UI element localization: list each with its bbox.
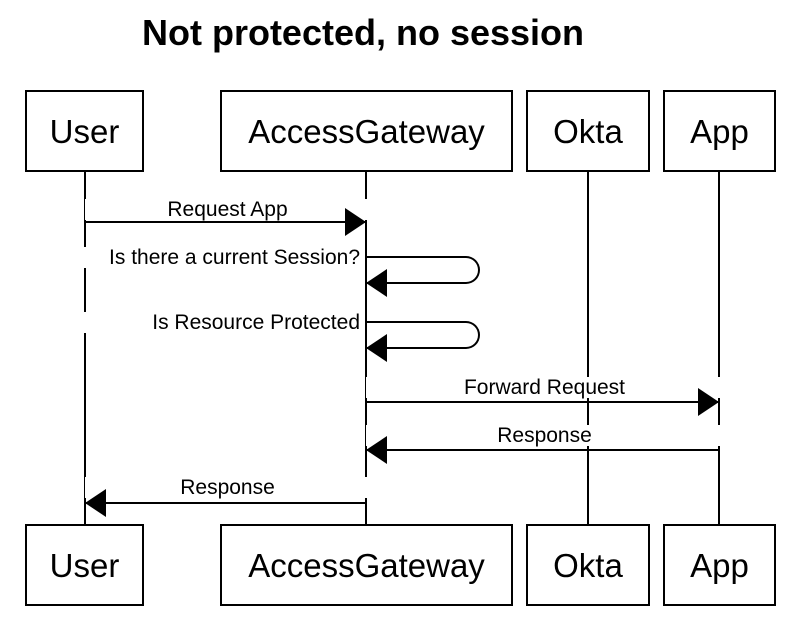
actor-label-accessgateway-bottom: AccessGateway: [248, 546, 485, 584]
arrowhead-left-icon: [366, 436, 387, 464]
arrowhead-left-icon: [366, 334, 387, 362]
actor-label-app-bottom: App: [690, 546, 749, 584]
message-line-response-user: [85, 502, 366, 504]
arrowhead-right-icon: [345, 208, 366, 236]
message-line-forward-request: [366, 401, 719, 403]
self-message-loop-protected: [366, 321, 480, 349]
actor-box-accessgateway-top: AccessGateway: [220, 90, 513, 172]
actor-label-app-top: App: [690, 112, 749, 150]
actor-label-okta-bottom: Okta: [553, 546, 623, 584]
message-label-current-session: Is there a current Session?: [58, 247, 362, 268]
self-message-loop-session: [366, 256, 480, 284]
actor-label-okta-top: Okta: [553, 112, 623, 150]
message-label-request-app: Request App: [85, 199, 370, 220]
arrowhead-left-icon: [85, 489, 106, 517]
message-label-resource-protected: Is Resource Protected: [58, 312, 362, 333]
message-line-request-app: [85, 221, 366, 223]
message-label-forward-request: Forward Request: [366, 377, 723, 398]
actor-box-app-top: App: [663, 90, 776, 172]
actor-label-user-bottom: User: [49, 546, 120, 584]
arrowhead-left-icon: [366, 269, 387, 297]
diagram-title: Not protected, no session: [141, 12, 585, 53]
lifeline-user: [84, 172, 86, 524]
actor-label-accessgateway-top: AccessGateway: [248, 112, 485, 150]
actor-label-user-top: User: [49, 112, 120, 150]
message-label-response-app: Response: [366, 425, 723, 446]
actor-box-app-bottom: App: [663, 524, 776, 606]
arrowhead-right-icon: [698, 388, 719, 416]
lifeline-app: [718, 172, 720, 524]
message-label-response-user: Response: [85, 477, 370, 498]
actor-box-okta-bottom: Okta: [526, 524, 650, 606]
actor-box-accessgateway-bottom: AccessGateway: [220, 524, 513, 606]
message-line-response-app: [366, 449, 719, 451]
actor-box-okta-top: Okta: [526, 90, 650, 172]
lifeline-okta: [587, 172, 589, 524]
actor-box-user-top: User: [25, 90, 144, 172]
actor-box-user-bottom: User: [25, 524, 144, 606]
